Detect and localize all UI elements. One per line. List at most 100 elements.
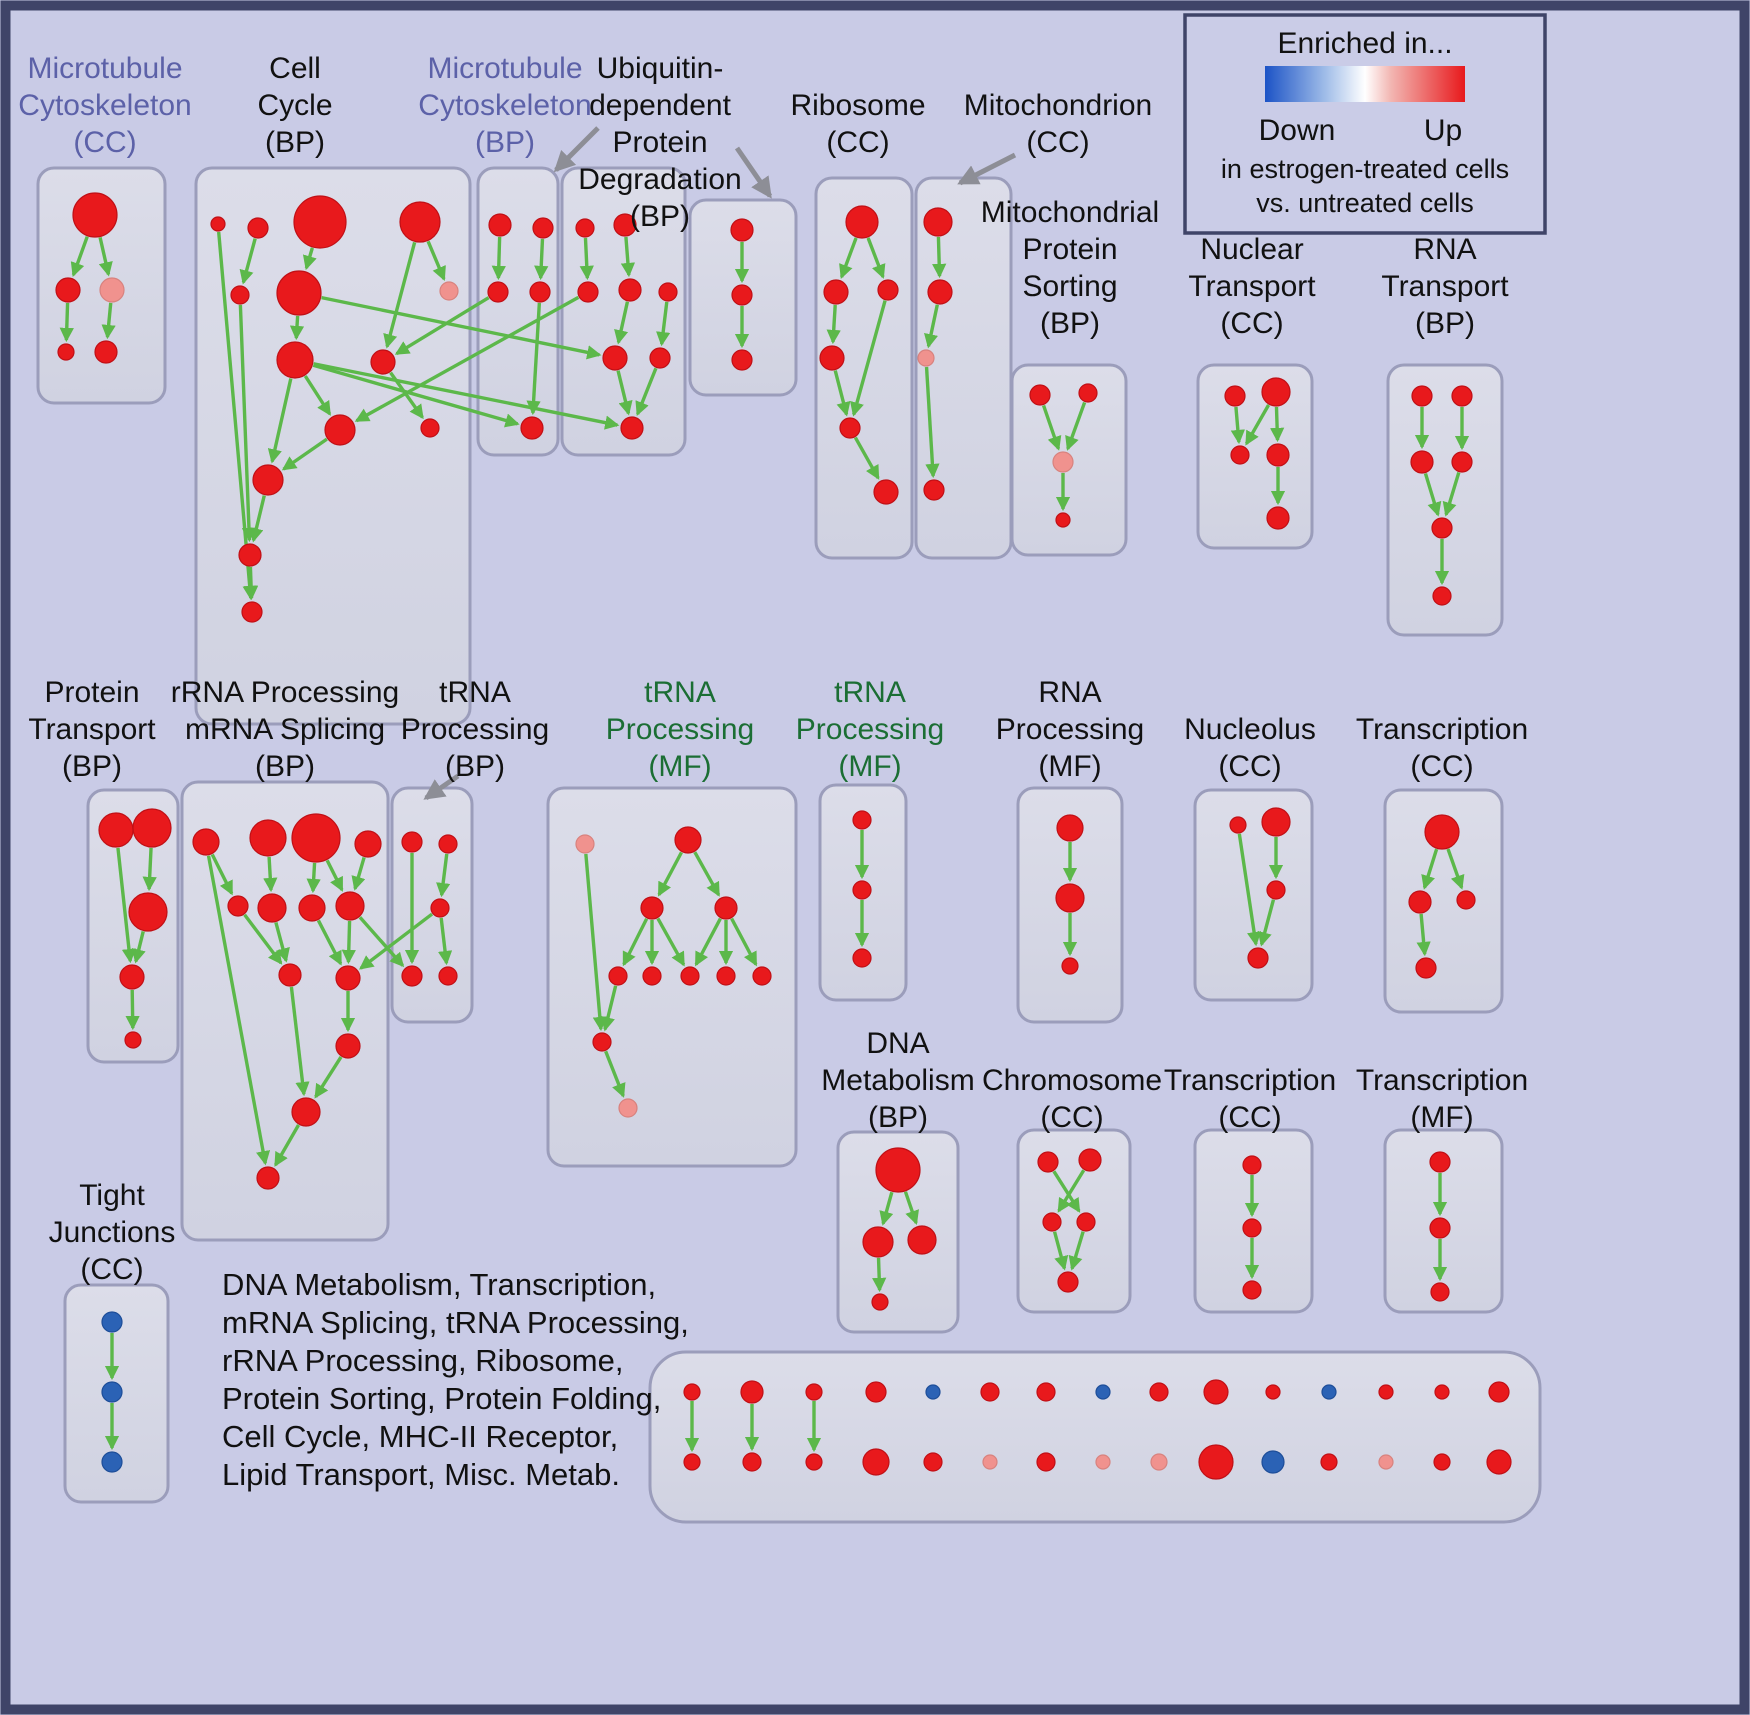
label-line: (BP): [255, 750, 315, 783]
go-node-m4b: [862, 1448, 890, 1476]
edge-rr5-rr9: [243, 913, 283, 965]
go-node-cc8: [276, 341, 314, 379]
edge-ub2-ub4: [620, 236, 636, 278]
label-line: tRNA: [834, 676, 906, 709]
go-node-tc1: [1424, 814, 1460, 850]
go-node-nu1: [1229, 816, 1247, 834]
legend-box: [1183, 13, 1547, 235]
edge-dn1-dn3: [903, 1191, 919, 1225]
edge-rr1-rr13: [206, 855, 271, 1166]
label-line: Cell Cycle, MHC-II Receptor,: [222, 1419, 618, 1454]
go-node-tm6: [642, 966, 662, 986]
label-line: (BP): [62, 750, 122, 783]
edge-tm2-tm4: [693, 851, 721, 897]
edge-rb1-rb3: [866, 237, 886, 279]
go-node-tm2: [674, 826, 702, 854]
edge-tm2-tm3: [657, 851, 683, 897]
go-node-tb1: [401, 831, 423, 853]
label-line: tRNA: [644, 676, 716, 709]
go-node-dn1: [875, 1147, 921, 1193]
edge-nu1-nu4: [1237, 833, 1262, 947]
edge-rr8-tb4: [358, 916, 405, 968]
go-node-nt4: [1266, 443, 1290, 467]
go-node-un3: [731, 349, 753, 371]
go-node-rr11: [335, 1033, 361, 1059]
go-node-rt2: [1451, 385, 1473, 407]
label-line: Junctions: [49, 1216, 176, 1249]
go-node-ch4: [1076, 1212, 1096, 1232]
go-node-cc9: [370, 349, 396, 375]
go-node-rr9: [278, 963, 302, 987]
edge-dn2-dn4: [872, 1257, 887, 1293]
edge-rb5-rb6: [853, 436, 880, 480]
cluster-box-chromosome: [1016, 1128, 1132, 1314]
legend-up-label: Up: [1424, 114, 1462, 147]
label-line: rRNA Processing: [171, 676, 399, 709]
edge-mc3-mc5: [101, 302, 116, 340]
go-node-rb2: [823, 279, 849, 305]
edge-cc4-cc9: [383, 241, 417, 349]
go-node-m5b: [923, 1452, 943, 1472]
go-node-m14t: [1434, 1384, 1450, 1400]
edge-rb1-rb2: [839, 237, 858, 280]
edge-mt4-mt5: [526, 302, 542, 416]
edge-pt4-pt5: [125, 989, 140, 1031]
edge-rt4-rt5: [1442, 472, 1461, 517]
label-line: Protein Sorting, Protein Folding,: [222, 1381, 661, 1416]
go-node-mt1: [488, 213, 512, 237]
go-node-ya3: [1430, 1282, 1450, 1302]
edge-mc1-mc2: [70, 236, 89, 277]
go-node-cc10: [324, 414, 356, 446]
edge-ch4-ch5: [1068, 1231, 1085, 1271]
cluster-box-transcription-cc-1: [1383, 788, 1504, 1014]
edge-tm3-tm7: [656, 917, 686, 967]
edge-tm4-tm7: [694, 917, 722, 967]
go-node-tm4: [714, 896, 738, 920]
edge-pt1-pt4: [116, 847, 137, 964]
edge-ub1-ub3: [579, 237, 594, 281]
go-node-mt4: [529, 281, 551, 303]
go-node-rt4: [1451, 451, 1473, 473]
edge-cc8-ub8: [313, 362, 620, 430]
cluster-box-misc: [648, 1350, 1542, 1524]
label-line: (CC): [1218, 1101, 1281, 1134]
edge-tc1-tc3: [1446, 848, 1465, 890]
go-node-mp4: [1055, 512, 1071, 528]
go-node-m9t: [1149, 1382, 1169, 1402]
edge-cc5-cc13: [238, 304, 257, 543]
go-node-t22: [852, 880, 872, 900]
go-node-m15b: [1486, 1449, 1512, 1475]
go-node-cc5: [230, 285, 250, 305]
edge-mp1-mp3: [1041, 404, 1062, 451]
go-node-tm3: [640, 896, 664, 920]
label-line: (BP): [868, 1101, 928, 1134]
label-transcription-mf: Transcription(MF): [1356, 1064, 1528, 1134]
label-line: Processing: [401, 713, 549, 746]
go-node-rr3: [291, 813, 341, 863]
go-node-m11b: [1261, 1450, 1285, 1474]
label-line: Processing: [606, 713, 754, 746]
edge-tb2-tb3: [436, 853, 451, 898]
go-node-un2: [731, 284, 753, 306]
edge-nu3-nu4: [1257, 899, 1276, 947]
label-line: RNA: [1038, 676, 1101, 709]
go-node-ya2: [1429, 1217, 1451, 1239]
go-node-rb4: [819, 345, 845, 371]
go-node-tj2: [101, 1381, 123, 1403]
label-line: (CC): [1218, 750, 1281, 783]
edge-mp2-mp3: [1065, 401, 1087, 451]
edge-cc10-cc12: [281, 437, 328, 471]
label-line: (BP): [630, 200, 690, 233]
go-node-cc2: [247, 217, 269, 239]
go-node-ch3: [1042, 1212, 1062, 1232]
go-node-xa3: [1242, 1280, 1262, 1300]
go-node-m1b: [683, 1453, 701, 1471]
legend-subtitle-line2: vs. untreated cells: [1256, 188, 1474, 218]
go-node-tj1: [101, 1311, 123, 1333]
